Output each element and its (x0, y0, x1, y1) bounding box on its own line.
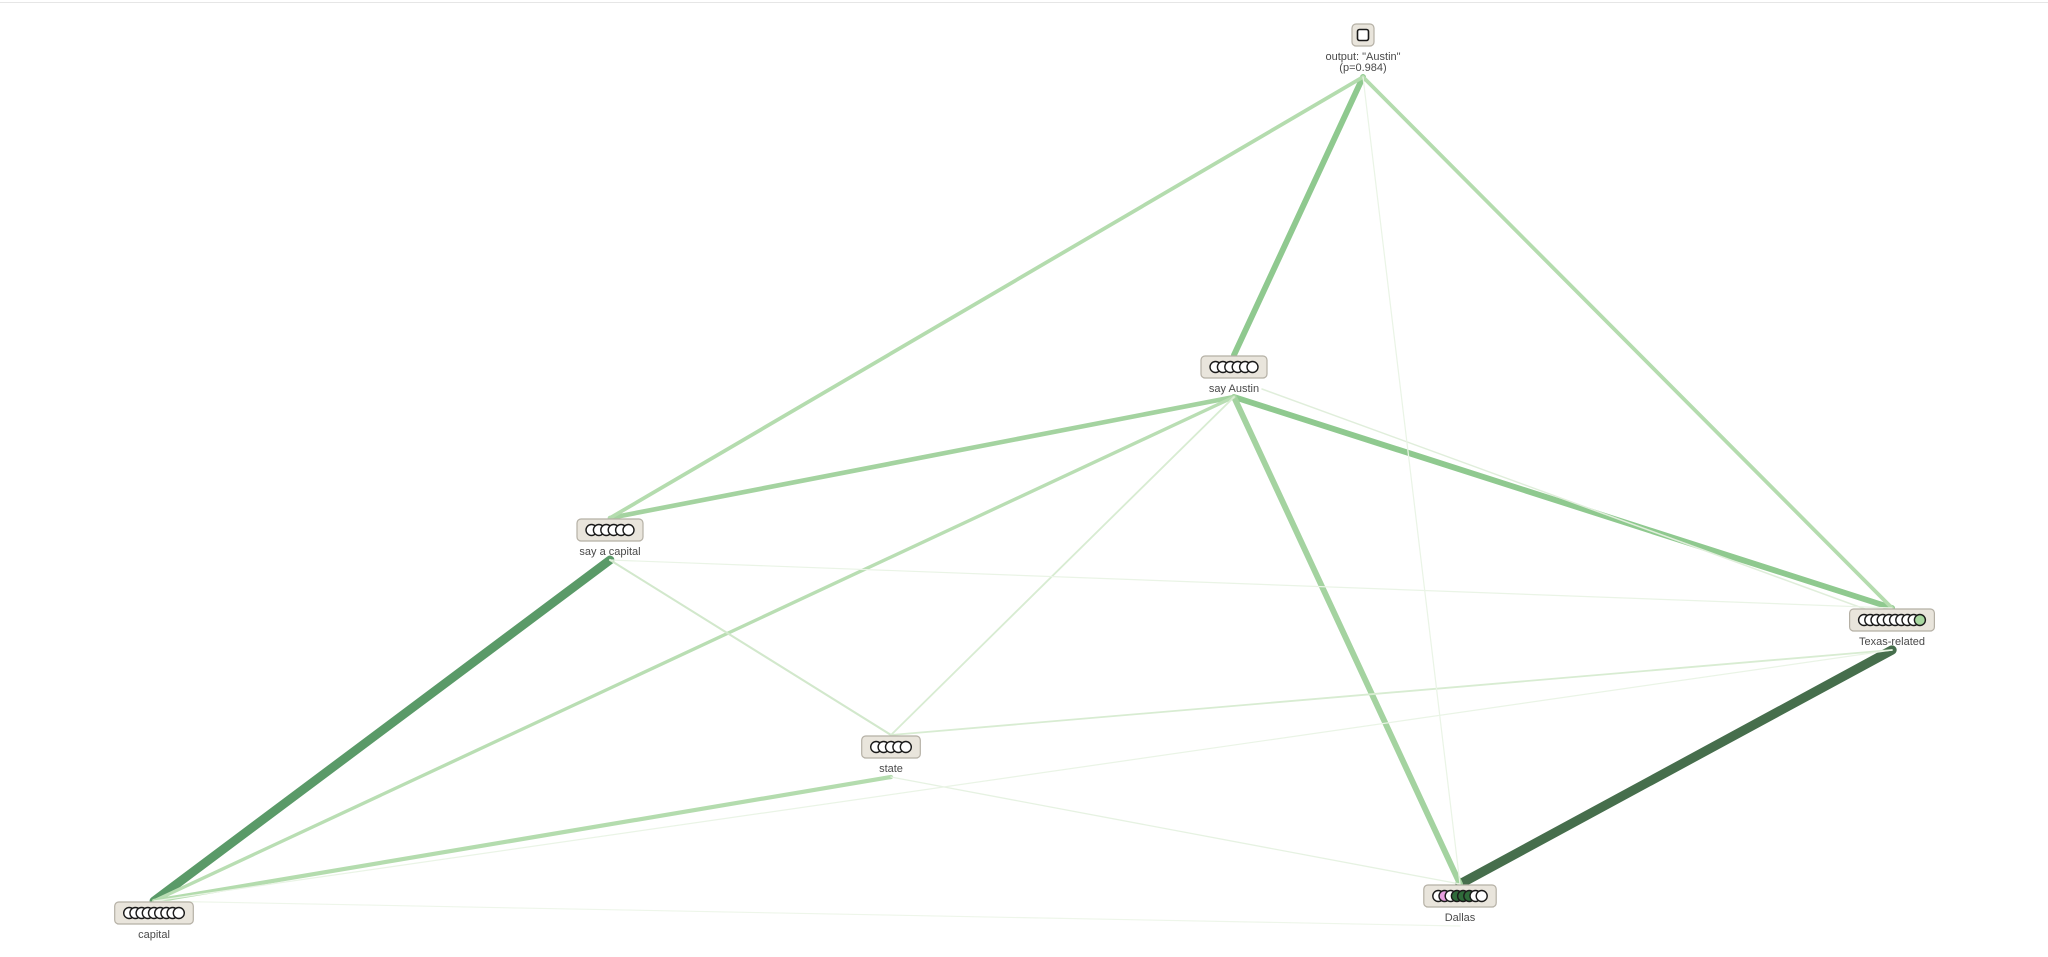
edge-say-capital-to-say-austin[interactable] (607, 394, 1237, 521)
edge-state-to-dallas[interactable] (890, 776, 1461, 885)
edge-capital-to-dallas[interactable] (153, 900, 1461, 927)
node-label: output: "Austin" (1325, 51, 1400, 63)
feature-circle-icon (622, 523, 635, 537)
edge-say-austin-to-output[interactable] (1231, 74, 1366, 358)
node-layer: output: "Austin"(p=0.984) say Austin say a… (114, 23, 1935, 941)
node-say-capital[interactable]: say a capital (576, 518, 644, 558)
edge-say-capital-to-state[interactable] (608, 558, 893, 737)
edge-layer (149, 74, 1897, 927)
edge-capital-to-say-austin[interactable] (152, 395, 1236, 903)
node-label: say a capital (579, 546, 640, 558)
edge-say-capital-to-output[interactable] (608, 75, 1365, 520)
edge-capital-to-texas[interactable] (153, 649, 1893, 902)
square-marker-icon (1356, 28, 1370, 42)
node-label: Texas-related (1859, 636, 1925, 648)
edge-capital-to-state[interactable] (151, 774, 894, 904)
edge-say-capital-to-texas[interactable] (609, 559, 1893, 609)
edge-say-austin-to-texas[interactable] (1261, 388, 1885, 617)
edge-output-to-dallas[interactable] (1362, 76, 1461, 885)
node-label: Dallas (1445, 912, 1476, 924)
top-divider (0, 2, 2048, 3)
node-state[interactable]: state (861, 735, 921, 775)
node-label: capital (138, 929, 170, 941)
edge-dallas-to-texas[interactable] (1455, 645, 1897, 889)
edge-capital-to-say-capital[interactable] (149, 555, 615, 906)
node-label: state (879, 763, 903, 775)
node-texas[interactable]: Texas-related (1848, 608, 1935, 648)
edge-state-to-say-austin[interactable] (890, 396, 1235, 736)
feature-circle-icon (899, 740, 912, 754)
feature-circle-icon (1246, 360, 1259, 374)
node-capital[interactable]: capital (114, 901, 194, 941)
edge-say-austin-to-dallas[interactable] (1231, 394, 1463, 887)
edge-state-to-texas[interactable] (890, 649, 1893, 736)
feature-circle-icon (1475, 889, 1488, 903)
node-dallas[interactable]: Dallas (1423, 884, 1497, 924)
node-probability-label: (p=0.984) (1339, 62, 1386, 74)
node-output[interactable]: output: "Austin"(p=0.984) (1325, 23, 1401, 74)
edge-texas-to-output[interactable] (1361, 75, 1894, 610)
feature-circle-icon (1913, 613, 1927, 627)
node-say-austin[interactable]: say Austin (1200, 355, 1268, 395)
node-label: say Austin (1209, 383, 1259, 395)
edge-say-austin-to-texas[interactable] (1231, 394, 1895, 611)
feature-circle-icon (172, 906, 186, 920)
